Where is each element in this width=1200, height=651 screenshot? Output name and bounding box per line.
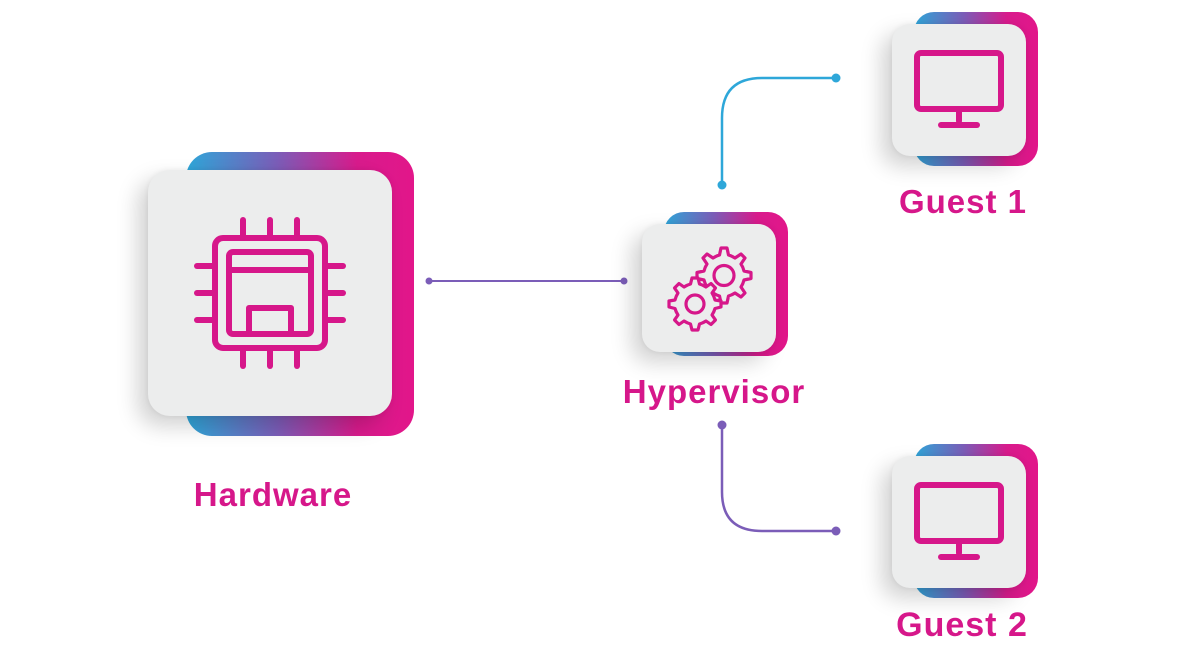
guest2-node-card <box>892 456 1026 588</box>
guest2-node <box>880 440 1045 600</box>
guest1-node <box>880 8 1045 168</box>
connector-hypervisor-guest2 <box>720 425 836 533</box>
hypervisor-node-card <box>642 224 776 352</box>
connector-dot <box>717 420 727 430</box>
connector-hypervisor-guest1 <box>720 76 836 185</box>
gears-icon <box>667 246 753 332</box>
hardware-label: Hardware <box>193 476 353 513</box>
hardware-node-card <box>148 170 392 416</box>
hypervisor-label: Hypervisor <box>622 373 806 410</box>
guest2-label: Guest 2 <box>896 606 1028 644</box>
monitor-icon <box>914 50 1004 128</box>
hardware-node <box>140 150 420 440</box>
connector-dot <box>831 73 841 83</box>
guest1-label: Guest 1 <box>898 183 1028 220</box>
connector-dot <box>620 277 628 285</box>
connector-dot <box>717 180 727 190</box>
hypervisor-node <box>636 210 796 360</box>
connector-dot <box>425 277 433 285</box>
connector-dot <box>831 526 841 536</box>
guest1-node-card <box>892 24 1026 156</box>
monitor-icon <box>914 482 1004 560</box>
cpu-chip-icon <box>194 217 346 369</box>
